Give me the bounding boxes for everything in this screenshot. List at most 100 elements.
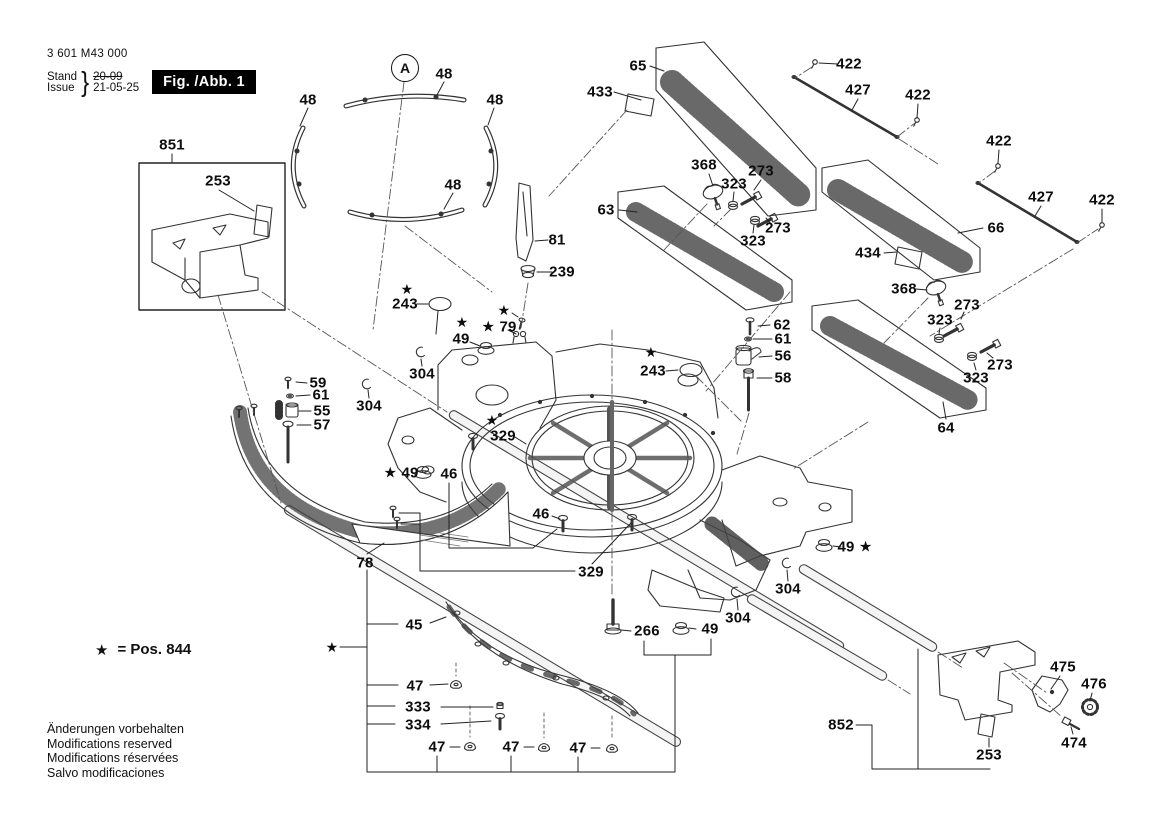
revision-notes: Änderungen vorbehalten Modifications res… — [47, 722, 184, 780]
part-label-323: 323 — [740, 232, 766, 250]
part-label-243: 243 — [392, 295, 418, 313]
part-label-304: 304 — [775, 580, 801, 598]
seal-243-left — [428, 296, 452, 312]
part-label-56: 56 — [774, 347, 792, 365]
part-label-66: 66 — [987, 219, 1005, 237]
part-label-476: 476 — [1081, 675, 1107, 693]
part-label-61: 61 — [774, 330, 792, 348]
legend-text: = Pos. 844 — [117, 641, 192, 658]
part-label-49: 49 — [701, 620, 719, 638]
part-label-47: 47 — [406, 677, 424, 695]
part-label-329: 329 — [578, 563, 604, 581]
part-label-63: 63 — [597, 201, 615, 219]
part-label-852: 852 — [828, 716, 854, 734]
note-line: Salvo modificaciones — [47, 765, 165, 780]
legend-star-icon: ★ — [95, 642, 109, 659]
part-label-46: 46 — [532, 505, 550, 523]
part-label-368: 368 — [891, 280, 917, 298]
brace-glyph: } — [81, 66, 90, 98]
base-wings — [387, 341, 853, 613]
part-label-434: 434 — [855, 244, 881, 262]
title-block: 3 601 M43 000 Stand Issue } 20-09 21-05-… — [47, 48, 140, 98]
part-label-329: 329 — [490, 427, 516, 445]
part-label-851: 851 — [159, 136, 185, 154]
part-label-273: 273 — [954, 296, 980, 314]
part-label-323: 323 — [721, 175, 747, 193]
part-label-47: 47 — [502, 738, 520, 756]
star-marker: ★ — [455, 314, 469, 330]
part-label-61: 61 — [312, 386, 330, 404]
screw-474 — [1061, 716, 1081, 731]
star-marker: ★ — [497, 302, 511, 318]
view-marker-a: A — [391, 54, 419, 82]
part-label-49: 49 — [452, 330, 470, 348]
bolt-58 — [742, 368, 755, 412]
seal-243-right — [679, 362, 703, 378]
part-label-253: 253 — [976, 746, 1002, 764]
spring-55 — [275, 400, 299, 421]
fence-66 — [821, 159, 981, 281]
part-label-368: 368 — [691, 156, 717, 174]
part-label-45: 45 — [405, 616, 423, 634]
assembly-dashes — [455, 662, 613, 740]
nut-333 — [496, 701, 504, 710]
star-marker: ★ — [325, 639, 339, 655]
star-marker: ★ — [644, 344, 658, 360]
centerlines — [217, 66, 1099, 718]
knob-476 — [1081, 698, 1099, 716]
part-label-48: 48 — [444, 176, 462, 194]
note-line: Änderungen vorbehalten — [47, 722, 184, 736]
part-label-422: 422 — [1089, 191, 1115, 209]
part-label-253: 253 — [205, 172, 231, 190]
part-label-59: 59 — [309, 374, 327, 392]
figure-badge: Fig. /Abb. 1 — [152, 70, 256, 94]
fence-65 — [624, 41, 817, 217]
fence-64 — [811, 299, 987, 419]
part-label-79: ★ 79 — [481, 318, 517, 336]
part-label-475: 475 — [1050, 658, 1076, 676]
issue-value: 21-05-25 — [93, 82, 140, 94]
part-label-65: 65 — [629, 57, 647, 75]
part-label-333: 333 — [405, 698, 431, 716]
part-label-57: 57 — [313, 416, 331, 434]
leader-lines — [171, 62, 1103, 773]
clamp-79 — [512, 330, 527, 344]
part-label-58: 58 — [774, 369, 792, 387]
legend: ★ = Pos. 844 — [95, 641, 191, 659]
part-label-62: 62 — [773, 316, 791, 334]
bolt-266 — [604, 598, 622, 635]
part-label-49: 49 ★ — [837, 538, 873, 556]
part-label-304: 304 — [356, 397, 382, 415]
part-number: 3 601 M43 000 — [47, 48, 128, 60]
part-label-273: 273 — [748, 162, 774, 180]
part-label-55: 55 — [313, 402, 331, 420]
part-label-239: 239 — [549, 263, 575, 281]
part-label-273: 273 — [987, 356, 1013, 374]
stand-issue-block: Stand Issue } 20-09 21-05-25 — [47, 66, 140, 98]
bolt-57 — [282, 420, 294, 464]
part-label-64: 64 — [937, 419, 955, 437]
part-label-427: 427 — [845, 81, 871, 99]
strip-48-set — [290, 93, 499, 223]
note-line: Modifications reserved — [47, 736, 173, 751]
fence-63 — [617, 185, 793, 311]
part-label-49: ★ 49 — [383, 464, 419, 482]
part-label-304: 304 — [725, 609, 751, 627]
part-label-422: 422 — [986, 132, 1012, 150]
part-label-266: 266 — [634, 622, 660, 640]
part-label-323: 323 — [927, 311, 953, 329]
part-label-46: 46 — [440, 465, 458, 483]
screw-62 — [745, 317, 755, 336]
star-marker: ★ — [400, 281, 414, 297]
part-label-47: 47 — [428, 738, 446, 756]
note-line: Modifications réservées — [47, 751, 179, 765]
part-label-422: 422 — [905, 86, 931, 104]
part-label-48: 48 — [435, 65, 453, 83]
star-marker: ★ — [485, 412, 499, 428]
part-label-427: 427 — [1028, 188, 1054, 206]
lever-56 — [735, 344, 762, 366]
part-label-433: 433 — [587, 83, 613, 101]
part-label-243: 243 — [640, 362, 666, 380]
